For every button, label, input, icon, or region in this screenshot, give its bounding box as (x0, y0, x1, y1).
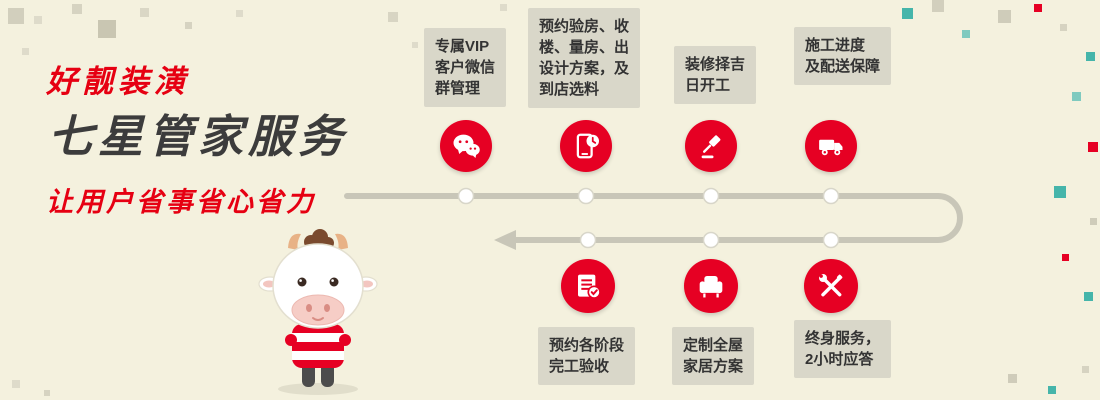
step-icon-badge (561, 259, 615, 313)
mosaic-square (1008, 374, 1017, 383)
mosaic-square (44, 390, 50, 396)
step-icon-badge (684, 259, 738, 313)
mosaic-square (8, 8, 24, 24)
sofa-icon (699, 276, 723, 298)
mosaic-square (932, 0, 944, 12)
phone-clock-icon (576, 133, 599, 159)
mosaic-square (1034, 4, 1042, 12)
mosaic-square (1062, 254, 1069, 261)
mosaic-square (1088, 142, 1098, 152)
mosaic-square (1084, 292, 1093, 301)
mosaic-square (500, 4, 507, 11)
mosaic-square (962, 30, 970, 38)
step-label: 预约验房、收 楼、量房、出 设计方案，及 到店选料 (528, 8, 641, 108)
step-icon-badge (685, 120, 737, 172)
timeline-arrowhead (494, 230, 516, 250)
mosaic-square (1054, 186, 1066, 198)
mosaic-square (72, 4, 82, 14)
mosaic-square (1082, 366, 1089, 373)
step-icon-badge (560, 120, 612, 172)
checklist-icon (578, 274, 601, 299)
timeline-node (577, 187, 595, 205)
page-title: 七星管家服务 (48, 111, 349, 162)
step-label: 装修择吉 日开工 (674, 46, 757, 104)
mosaic-square (22, 48, 29, 55)
timeline-node (457, 187, 475, 205)
step-icon-badge (805, 120, 857, 172)
mosaic-square (388, 12, 398, 22)
mosaic-square (12, 380, 20, 388)
step-icon-badge (440, 120, 492, 172)
mosaic-square (1072, 92, 1081, 101)
mosaic-square (1060, 24, 1067, 31)
mosaic-square (1090, 218, 1097, 225)
step-label: 定制全屋 家居方案 (672, 327, 755, 385)
timeline-node (822, 231, 840, 249)
mosaic-square (902, 8, 913, 19)
wechat-icon (453, 134, 480, 158)
delivery-truck-icon (819, 139, 843, 156)
mosaic-square (34, 16, 42, 24)
timeline-node (702, 231, 720, 249)
page-subtitle: 让用户省事省心省力 (46, 187, 316, 217)
step-label: 终身服务， 2小时应答 (794, 320, 892, 378)
step-label: 预约各阶段 完工验收 (538, 327, 636, 385)
timeline-node (702, 187, 720, 205)
step-label: 施工进度 及配送保障 (794, 27, 892, 85)
gavel-icon (701, 135, 721, 159)
step-label: 专属VIP 客户微信 群管理 (424, 28, 507, 107)
brand-name: 好靓装潢 (46, 64, 190, 99)
mosaic-square (140, 8, 149, 17)
tools-icon (819, 274, 843, 297)
cow-mascot (258, 229, 378, 395)
mosaic-square (412, 42, 418, 48)
mosaic-square (236, 10, 243, 17)
timeline-path (344, 193, 963, 243)
mosaic-square (1048, 386, 1056, 394)
mosaic-square (185, 22, 192, 29)
timeline-node (579, 231, 597, 249)
mosaic-square (998, 10, 1011, 23)
timeline-node (822, 187, 840, 205)
mosaic-square (1086, 52, 1095, 61)
mosaic-square (98, 20, 116, 38)
step-icon-badge (804, 259, 858, 313)
